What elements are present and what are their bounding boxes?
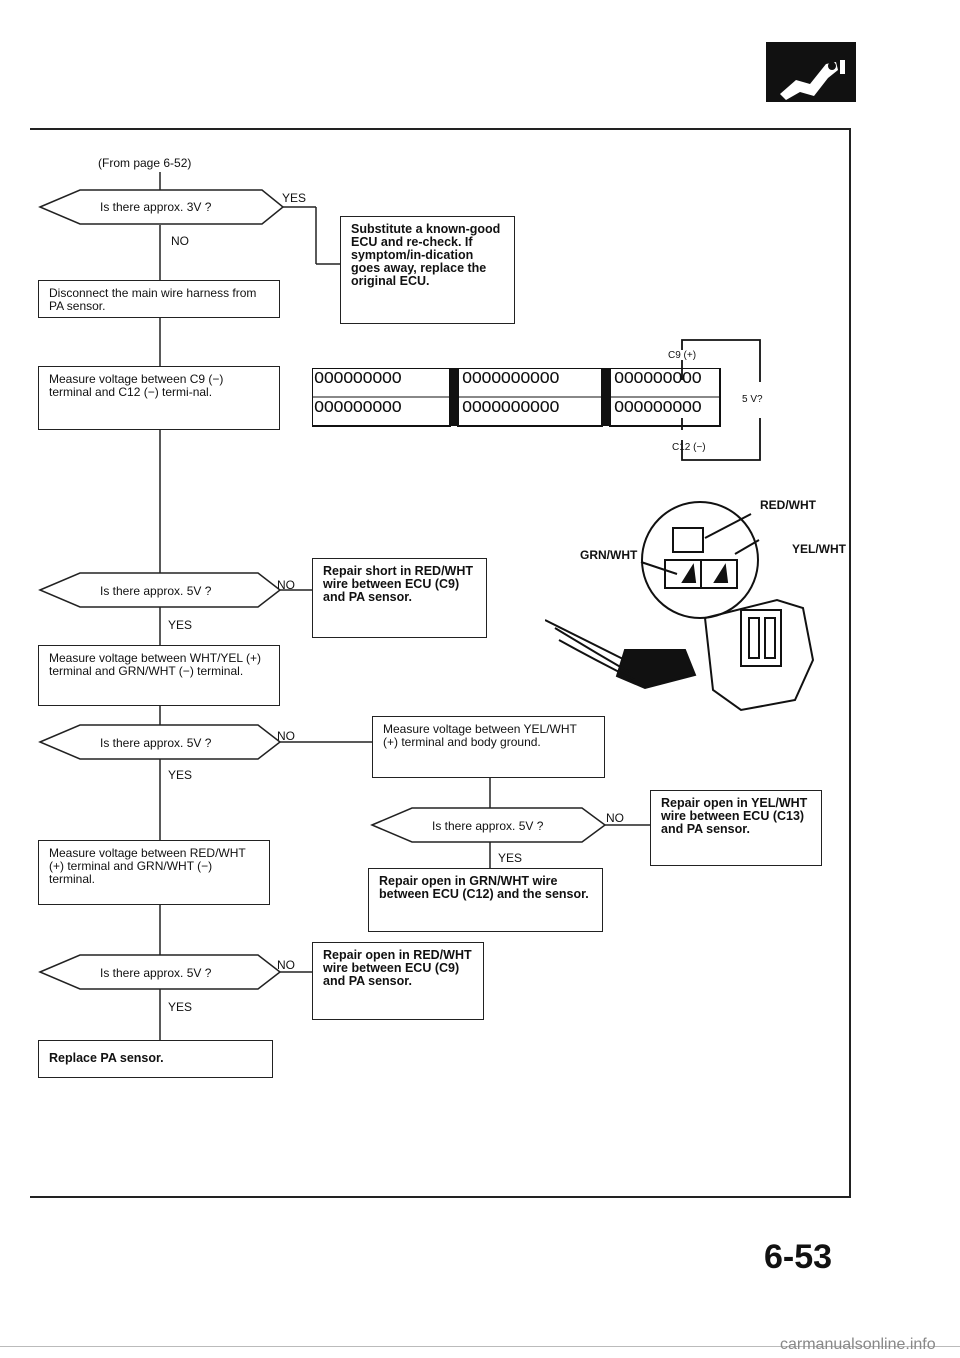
decision-q3-shape xyxy=(38,724,282,760)
question-3v: Is there approx. 3V ? xyxy=(100,200,212,214)
c12-label: C12 (−) xyxy=(672,442,706,453)
repair-short-box: Repair short in RED/WHT wire between ECU… xyxy=(312,558,487,638)
no-label-q5: NO xyxy=(277,958,295,972)
from-page-label: (From page 6-52) xyxy=(98,156,192,170)
voltmeter-leads xyxy=(681,339,761,461)
yes-label-q1: YES xyxy=(282,191,307,205)
no-label-q1: NO xyxy=(171,234,189,248)
red-wht-label: RED/WHT xyxy=(760,498,816,512)
yes-label-q5: YES xyxy=(168,1000,193,1014)
connector-c-group2: OOOOOOOOOO xyxy=(462,370,560,389)
decision-q5-shape xyxy=(38,954,282,990)
decision-q4-shape xyxy=(370,807,607,843)
footer-rule-bottom xyxy=(0,1346,960,1347)
repair-open-red-box: Repair open in RED/WHT wire between ECU … xyxy=(312,942,484,1020)
fuel-injector-icon xyxy=(766,42,856,102)
no-label-q3: NO xyxy=(277,729,295,743)
header-rule xyxy=(30,128,850,130)
yes-label-q2: YES xyxy=(168,618,193,632)
question-5v-1: Is there approx. 5V ? xyxy=(100,584,212,598)
no-label-q2: NO xyxy=(277,578,295,592)
connector-c-group2b: OOOOOOOOOO xyxy=(462,399,560,418)
yes-label-q3: YES xyxy=(168,768,193,782)
no-label-q4: NO xyxy=(606,811,624,825)
yel-wht-label: YEL/WHT xyxy=(792,542,846,556)
decision-q1-shape xyxy=(38,189,285,225)
repair-open-grn-box: Repair open in GRN/WHT wire between ECU … xyxy=(368,868,603,932)
voltage-label: 5 V? xyxy=(742,394,763,405)
decision-q2-shape xyxy=(38,572,282,608)
yes-label-q4: YES xyxy=(498,851,523,865)
right-border xyxy=(849,128,851,1198)
page-number: 6-53 xyxy=(764,1238,833,1276)
connector-c-group3: OOOOOOOOO xyxy=(614,370,702,389)
substitute-ecu-box: Substitute a known-good ECU and re-check… xyxy=(340,216,515,324)
grn-wht-label: GRN/WHT xyxy=(580,548,638,562)
repair-open-yel-box: Repair open in YEL/WHT wire between ECU … xyxy=(650,790,822,866)
question-5v-3: Is there approx. 5V ? xyxy=(432,819,544,833)
ecu-connector xyxy=(311,367,742,428)
question-5v-2: Is there approx. 5V ? xyxy=(100,736,212,750)
measure-wht-yel-box: Measure voltage between WHT/YEL (+) term… xyxy=(38,645,280,706)
question-5v-4: Is there approx. 5V ? xyxy=(100,966,212,980)
connector-c-group3b: OOOOOOOOO xyxy=(614,399,702,418)
connector-c-group1: OOOOOOOOO xyxy=(314,370,402,389)
measure-yel-body-box: Measure voltage between YEL/WHT (+) term… xyxy=(372,716,605,778)
replace-sensor-box: Replace PA sensor. xyxy=(38,1040,273,1078)
c9-label: C9 (+) xyxy=(668,350,697,361)
footer-site: carmanualsonline.info xyxy=(780,1336,936,1353)
disconnect-harness-box: Disconnect the main wire harness from PA… xyxy=(38,280,280,318)
pa-sensor-illustration xyxy=(544,500,835,720)
measure-red-grn-box: Measure voltage between RED/WHT (+) term… xyxy=(38,840,270,905)
measure-c9-c12-box: Measure voltage between C9 (−) terminal … xyxy=(38,366,280,430)
footer-rule xyxy=(30,1196,851,1198)
connector-c-group1b: OOOOOOOOO xyxy=(314,399,402,418)
